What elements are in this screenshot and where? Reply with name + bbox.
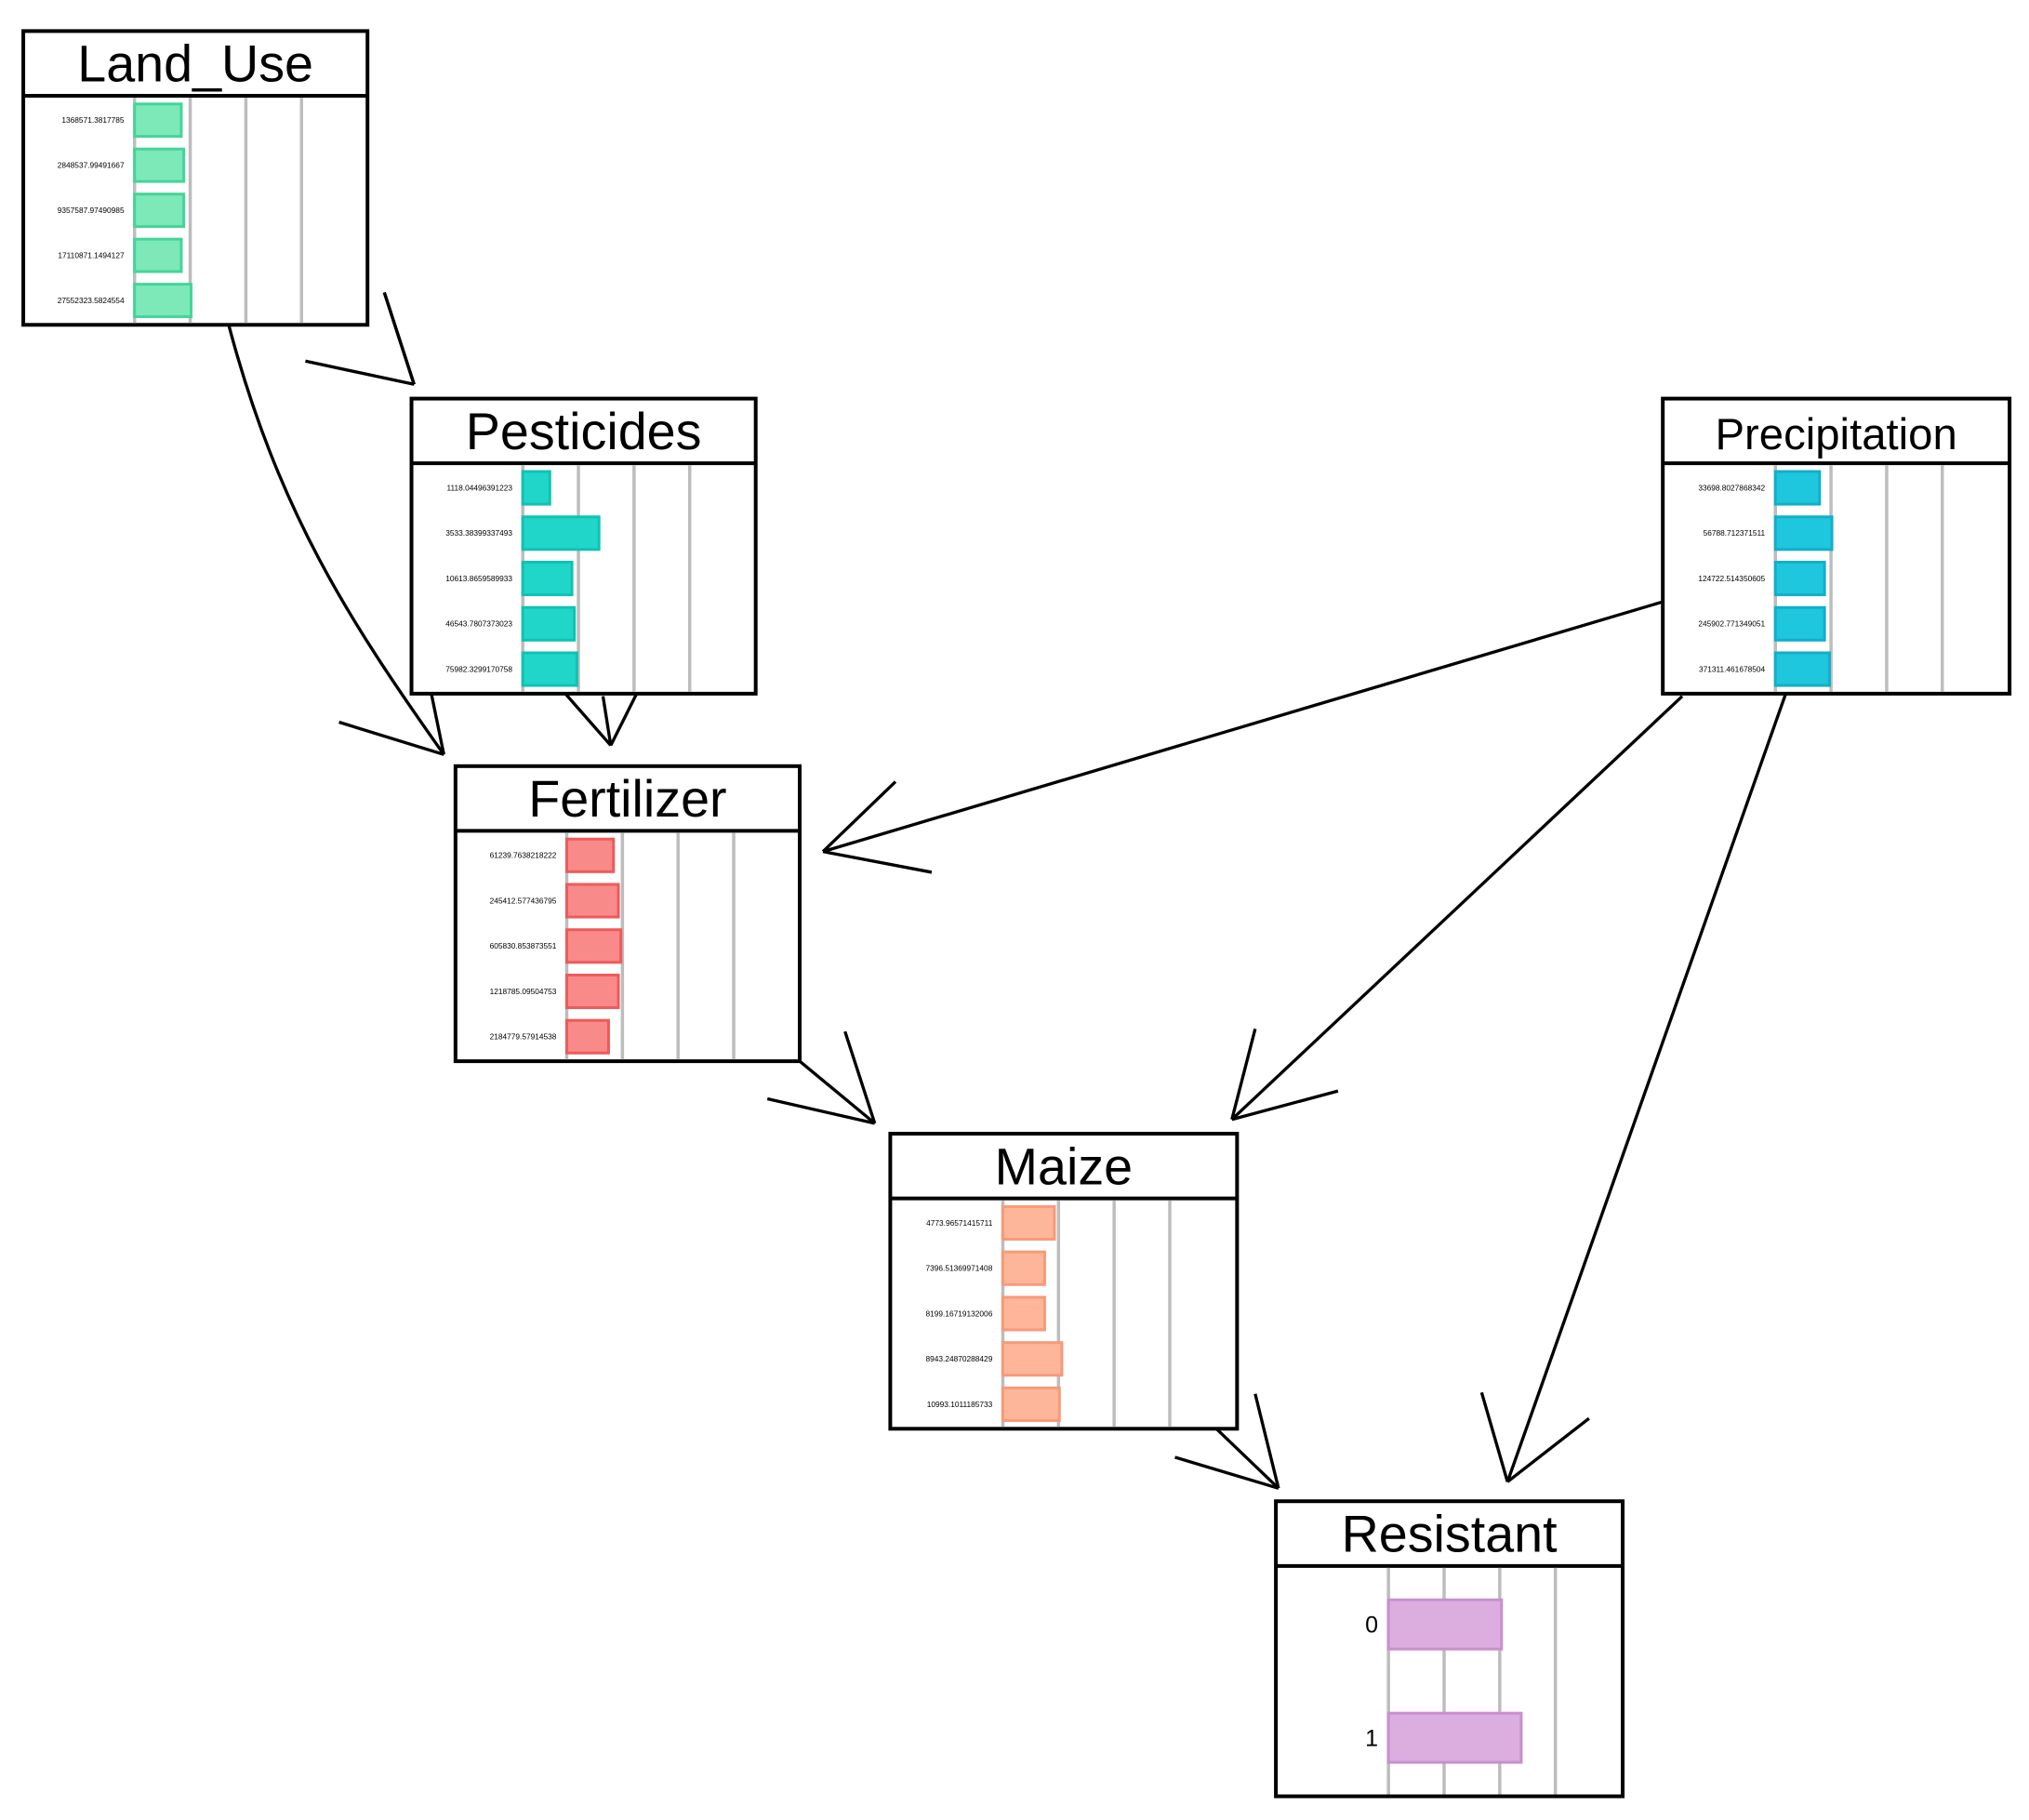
state-label: 61239.7638218222 xyxy=(490,851,557,860)
state-bar xyxy=(521,651,578,687)
state-label: 245902.771349051 xyxy=(1698,619,1765,629)
arrow-head xyxy=(1231,1089,1339,1122)
node-maize[interactable]: Maize 4773.96571415711 7396.51369971408 819… xyxy=(888,1132,1240,1431)
arrow-head xyxy=(1479,1391,1509,1482)
edge-line xyxy=(822,600,1664,854)
state-label: 3533.38399337493 xyxy=(445,528,512,538)
edge-line xyxy=(1214,1428,1280,1490)
state-bar xyxy=(1773,560,1826,597)
arrow-head xyxy=(382,291,416,385)
arrow-head xyxy=(766,1096,876,1125)
state-label: 2184779.57914538 xyxy=(490,1032,557,1042)
state-bar xyxy=(133,193,186,229)
arrow-head xyxy=(338,720,444,756)
node-frame xyxy=(453,764,802,1064)
state-label: 7396.51369971408 xyxy=(926,1264,993,1273)
state-label: 8943.24870288429 xyxy=(926,1354,993,1363)
edge-line xyxy=(227,325,445,756)
arrow-head xyxy=(1506,1416,1590,1483)
state-bar xyxy=(521,470,551,506)
state-bar xyxy=(133,237,183,273)
arrow-head xyxy=(1174,1455,1280,1490)
state-bar xyxy=(1001,1386,1061,1422)
node-land-use[interactable]: Land_Use 1368571.3817785 2848537.99491667 9… xyxy=(21,29,370,327)
state-bar xyxy=(521,605,577,642)
state-label: 27552323.5824554 xyxy=(58,296,125,305)
state-label: 124722.514350605 xyxy=(1698,574,1765,583)
edge-fertilizer-to-maize xyxy=(766,1030,877,1125)
edge-line xyxy=(1505,693,1787,1482)
state-label: 75982.3299170758 xyxy=(445,664,512,673)
state-bar xyxy=(1001,1341,1064,1377)
edge-precipitation-to-maize xyxy=(1230,695,1684,1122)
state-label: 10613.8659589933 xyxy=(445,574,512,583)
state-label: 56788.712371511 xyxy=(1704,528,1766,538)
edge-maize-to-resistant xyxy=(1174,1393,1280,1490)
node-frame xyxy=(888,1132,1240,1431)
state-bar xyxy=(1386,1711,1523,1764)
state-label: 4773.96571415711 xyxy=(926,1218,993,1228)
arrow-head xyxy=(822,850,933,874)
edge-precipitation-to-fertilizer xyxy=(821,600,1664,874)
state-bar xyxy=(521,515,601,551)
state-bar xyxy=(565,1018,610,1055)
node-title: Precipitation xyxy=(1716,410,1957,459)
node-resistant[interactable]: Resistant 0 1 xyxy=(1274,1499,1625,1799)
node-fertilizer[interactable]: Fertilizer 61239.7638218222 245412.5774367… xyxy=(453,764,802,1064)
state-label: 17110871.1494127 xyxy=(58,251,125,260)
state-label: 245412.577436795 xyxy=(490,896,557,905)
state-bar xyxy=(1386,1598,1504,1651)
state-bar xyxy=(1001,1295,1046,1332)
state-bar xyxy=(1773,605,1826,642)
arrow-head xyxy=(843,1030,877,1124)
state-label: 33698.8027868342 xyxy=(1698,483,1765,492)
node-frame xyxy=(1661,396,2012,696)
state-label: 1368571.3817785 xyxy=(61,115,125,125)
state-bar xyxy=(565,837,616,873)
state-bar xyxy=(1773,470,1822,506)
edge-line xyxy=(798,1059,876,1125)
state-label: 10993.1011185733 xyxy=(927,1400,993,1409)
state-label: 1218785.09504753 xyxy=(490,987,557,996)
state-bar xyxy=(565,928,623,964)
state-bar xyxy=(133,102,183,139)
state-bar xyxy=(1001,1204,1056,1242)
node-title: Resistant xyxy=(1342,1506,1558,1563)
state-bar xyxy=(565,883,620,919)
arrow-head xyxy=(601,696,613,746)
node-pesticides[interactable]: Pesticides 1118.04496391223 3533.383993374… xyxy=(409,396,758,696)
state-label: 2848537.99491667 xyxy=(58,161,125,170)
arrow-head xyxy=(305,359,415,386)
state-label: 371311.461678504 xyxy=(1699,664,1766,673)
state-bar xyxy=(1001,1250,1046,1286)
state-label: 605830.853873551 xyxy=(490,941,557,950)
state-bar xyxy=(1773,651,1831,687)
state-label: 1118.04496391223 xyxy=(447,483,513,492)
arrow-head xyxy=(1253,1393,1280,1489)
edge-line xyxy=(1230,695,1684,1121)
node-frame xyxy=(21,29,370,327)
state-bar xyxy=(133,283,193,319)
state-label: 1 xyxy=(1365,1725,1378,1751)
arrow-head xyxy=(821,780,897,853)
state-label: 46543.7807373023 xyxy=(445,619,512,629)
state-label: 8199.16719132006 xyxy=(926,1309,993,1318)
state-bar xyxy=(1773,515,1834,551)
state-bar xyxy=(133,147,186,183)
state-label: 9357587.97490985 xyxy=(58,206,125,215)
state-bar xyxy=(565,973,620,1010)
node-title: Maize xyxy=(995,1137,1133,1195)
node-title: Fertilizer xyxy=(528,770,726,828)
edge-precipitation-to-resistant xyxy=(1479,693,1787,1483)
node-precipitation[interactable]: Precipitation 33698.8027868342 56788.71237… xyxy=(1661,396,2012,696)
state-bar xyxy=(521,560,574,597)
arrow-head xyxy=(1230,1028,1257,1121)
edge-land-use-to-pesticides xyxy=(305,291,416,386)
state-label: 0 xyxy=(1365,1613,1378,1639)
node-title: Land_Use xyxy=(77,35,313,93)
node-title: Pesticides xyxy=(466,403,702,460)
nodes-layer: Land_Use 1368571.3817785 2848537.99491667 9… xyxy=(21,29,2012,1799)
